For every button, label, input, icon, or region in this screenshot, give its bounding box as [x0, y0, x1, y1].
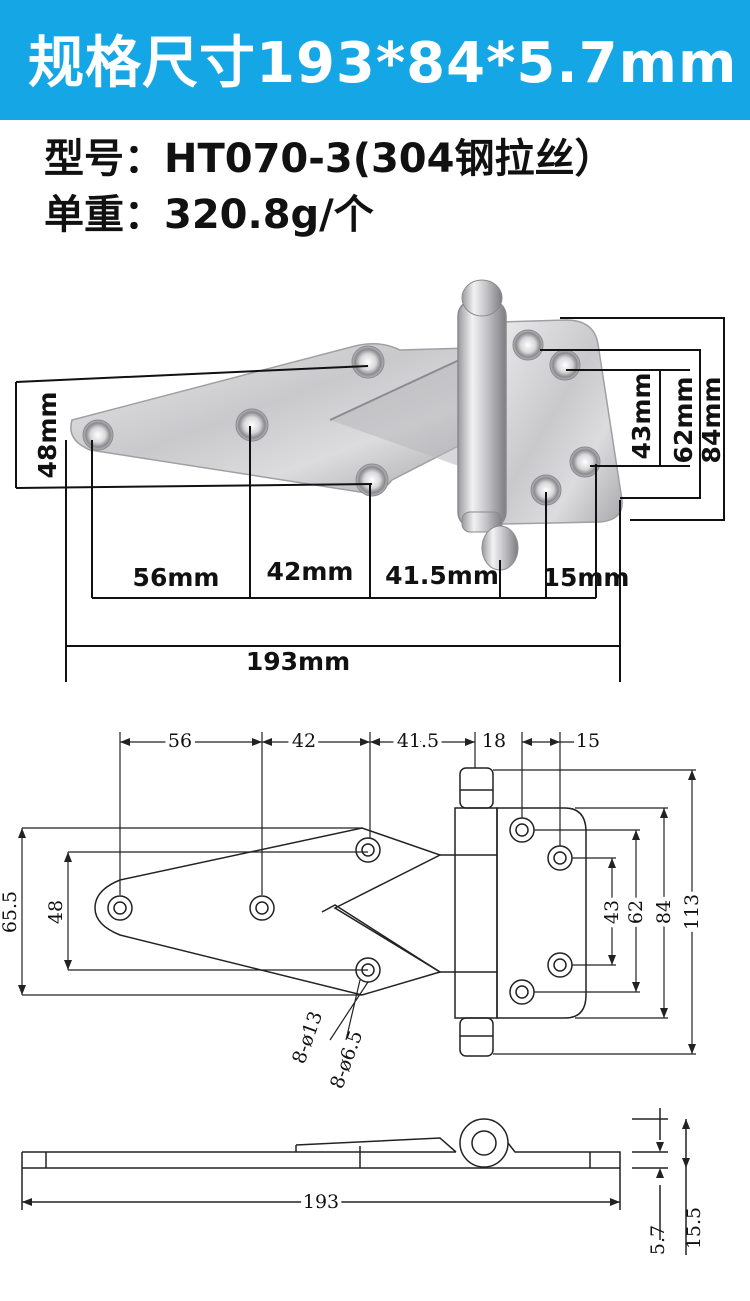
photo-dim-62: 62mm	[669, 377, 698, 464]
drawing-dim-113: 113	[681, 894, 703, 930]
photo-dim-42: 42mm	[267, 557, 354, 586]
photo-dim-41.5: 41.5mm	[385, 561, 499, 590]
side-view-arrows	[22, 1119, 690, 1206]
drawing-right-leaf	[496, 807, 587, 1019]
drawing-dim-41.5: 41.5	[397, 730, 439, 752]
drawing-dim-18: 18	[482, 730, 506, 752]
photo-dim-15: 15mm	[543, 563, 630, 592]
drawing-dim-15: 15	[576, 730, 600, 752]
side-view	[21, 1108, 687, 1255]
photo-dim-48: 48mm	[33, 392, 62, 479]
drawing-left-leaf	[94, 827, 442, 996]
side-dim-5.7: 5.7	[647, 1225, 669, 1255]
weight-spec: 单重：320.8g/个	[44, 192, 374, 238]
v-notch	[330, 355, 470, 470]
drawing-dim-43: 43	[601, 900, 623, 924]
side-dim-15.5: 15.5	[683, 1207, 705, 1249]
drawing-knuckle	[454, 807, 498, 1019]
model-spec: 型号：HT070-3(304钢拉丝）	[44, 136, 615, 182]
hole-spec-13: 8-ø13	[288, 1008, 327, 1066]
photo-dimension-lines	[15, 317, 725, 682]
photo-dim-56: 56mm	[133, 563, 220, 592]
side-dim-193: 193	[303, 1191, 339, 1213]
drawing-dimension-arrows	[18, 738, 696, 1054]
photo-dim-84: 84mm	[697, 377, 726, 464]
drawing-dim-42: 42	[292, 730, 316, 752]
page-title: 规格尺寸193*84*5.7mm	[28, 31, 738, 96]
drawing-dim-48: 48	[45, 900, 67, 924]
drawing-dimension-lines	[21, 732, 696, 1055]
photo-dim-43: 43mm	[627, 373, 656, 460]
photo-hole	[82, 329, 601, 506]
drawing-dim-56: 56	[168, 730, 192, 752]
title-banner: 规格尺寸193*84*5.7mm	[0, 0, 750, 120]
photo-dim-193: 193mm	[246, 647, 350, 676]
drawing-dim-62: 62	[625, 900, 647, 924]
drawing-dim-84: 84	[653, 900, 675, 924]
hinge-photo-figure: 48mm 56mm 42mm 41.5mm 15mm 193mm 43mm 62…	[15, 279, 726, 682]
drawing-dim-65.5: 65.5	[0, 891, 21, 933]
